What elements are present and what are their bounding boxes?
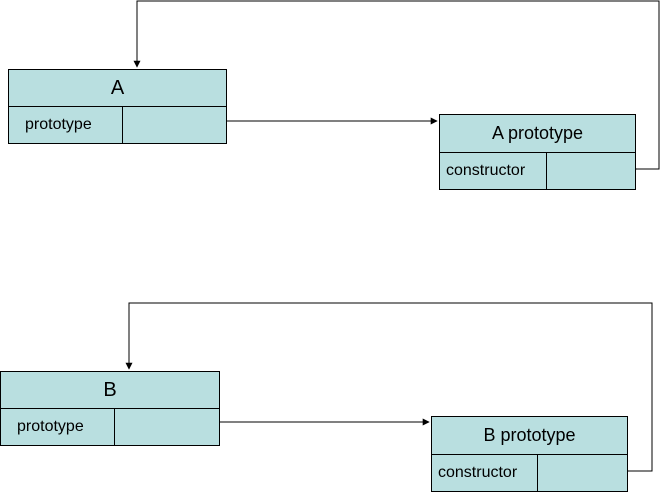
- object-b-prototype-slot: [114, 408, 220, 446]
- object-a-prototype-constructor-slot: [546, 152, 636, 190]
- object-a-prototype-title: A prototype: [439, 114, 636, 153]
- object-b-title: B: [0, 371, 220, 409]
- object-a-title: A: [8, 69, 227, 107]
- edge-a-constructor-to-a: [133, 0, 660, 170]
- object-b-prototype-constructor-label: constructor: [431, 454, 539, 492]
- object-a-prototype-slot: [122, 106, 227, 144]
- object-b-prototype-constructor-slot: [537, 454, 628, 492]
- edge-b-constructor-to-b: [125, 302, 653, 472]
- object-a-prototype-constructor-label: constructor: [439, 152, 548, 190]
- object-b-prototype-title: B prototype: [431, 416, 628, 455]
- object-a-prototype-label: prototype: [8, 106, 124, 144]
- object-b-prototype-label: prototype: [0, 408, 116, 446]
